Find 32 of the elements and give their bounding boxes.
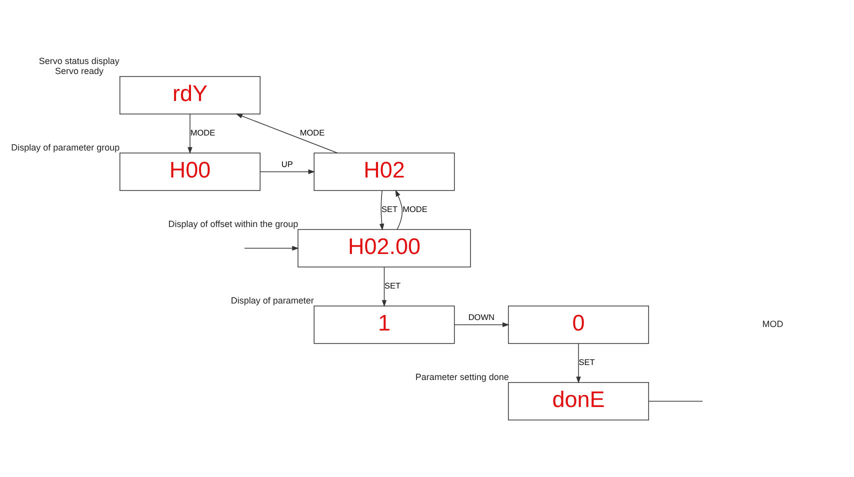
label: MOD	[762, 319, 784, 330]
node-box: 0	[508, 306, 649, 344]
edge-label: SET	[381, 205, 398, 214]
edge-label: SET	[384, 282, 401, 291]
arrow	[454, 322, 510, 328]
edge-label: MODE	[190, 128, 216, 138]
connector	[648, 400, 703, 402]
arrow	[395, 190, 403, 230]
node-label: Servo ready	[55, 66, 104, 76]
node-box: H02	[314, 152, 455, 191]
arrow	[236, 114, 338, 154]
node-box: 1	[314, 306, 455, 344]
edge-label: SET	[578, 358, 595, 368]
edge-label: MODE	[402, 205, 428, 214]
node-box: rdY	[120, 76, 260, 114]
edge-label: UP	[281, 160, 293, 170]
node-box: H00	[120, 152, 260, 191]
edge-label: DOWN	[468, 313, 494, 322]
arrow	[379, 190, 384, 230]
node-label: Display of offset within the group	[168, 218, 298, 229]
node-box: H02.00	[298, 229, 471, 268]
node-label: Display of parameter group	[11, 142, 120, 152]
node-label: Display of parameter	[230, 295, 314, 306]
edge-label: MODE	[300, 128, 325, 138]
node-label: Servo status display	[38, 56, 120, 66]
arrow	[244, 246, 299, 251]
arrow	[576, 343, 581, 384]
arrow	[188, 114, 192, 154]
node-label: Parameter setting done	[415, 372, 509, 382]
arrow	[382, 266, 387, 307]
node-box: donE	[508, 382, 649, 420]
arrow	[260, 169, 316, 174]
